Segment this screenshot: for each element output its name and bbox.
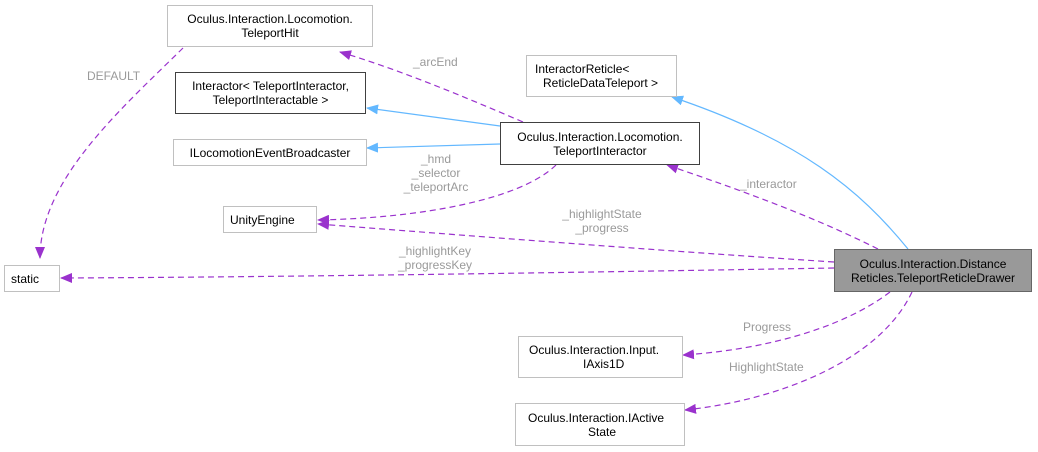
node-interactor-reticle-line-1: InteractorReticle< [535, 62, 630, 76]
node-iactive-state[interactable]: Oculus.Interaction.IActive State [515, 403, 685, 446]
edge-label-progress: Progress [743, 320, 792, 334]
edge-label-highlight-progress-key: _highlightKey _progressKey [392, 244, 478, 272]
node-teleport-hit-line-2: TeleportHit [241, 26, 299, 40]
edge-label-progress-field: _progress [575, 221, 629, 235]
edge-label-highlight-state: HighlightState [729, 360, 804, 374]
edge-label-selector: _selector [411, 166, 461, 180]
node-iactive-state-line-2: State [588, 424, 617, 439]
node-locomotion-broadcaster-label: ILocomotionEventBroadcaster [189, 145, 351, 160]
node-unity-engine-label: UnityEngine [230, 212, 295, 227]
node-teleport-hit-line-1: Oculus.Interaction.Locomotion. [187, 12, 353, 26]
edge-focus-to-iaxis1d [682, 291, 891, 360]
edge-teleportinteractor-inherits-broadcaster [366, 142, 501, 153]
node-teleport-hit[interactable]: Oculus.Interaction.Locomotion. TeleportH… [167, 5, 373, 47]
edge-label-default: DEFAULT [87, 69, 141, 83]
edge-teleportinteractor-to-unityengine [317, 164, 557, 225]
node-static-label: static [11, 271, 40, 286]
edge-focus-to-teleportinteractor [666, 163, 879, 250]
node-teleport-reticle-drawer-line-1: Oculus.Interaction.Distance [859, 256, 1007, 271]
node-iaxis1d-line-1: Oculus.Interaction.Input. [529, 343, 660, 357]
node-locomotion-broadcaster[interactable]: ILocomotionEventBroadcaster [173, 139, 367, 166]
edge-label-teleport-arc: _teleportArc [403, 180, 469, 194]
node-interactor-generic[interactable]: Interactor< TeleportInteractor, Teleport… [175, 72, 366, 114]
edge-focus-to-iactivestate [684, 291, 913, 414]
edge-teleporthit-to-static [35, 47, 184, 259]
edge-focus-inherits-reticle [671, 95, 909, 250]
node-static[interactable]: static [4, 265, 60, 292]
edge-focus-to-static [60, 267, 835, 283]
edge-label-hmd-selector-arc: _hmd _selector _teleportArc [398, 152, 474, 194]
node-iaxis1d[interactable]: Oculus.Interaction.Input. IAxis1D [518, 336, 683, 378]
node-interactor-generic-line-1: Interactor< TeleportInteractor, [192, 79, 349, 93]
edge-label-highlight-state-field: _highlightState [562, 207, 642, 221]
edge-teleportinteractor-to-teleporthit [339, 50, 524, 123]
node-unity-engine[interactable]: UnityEngine [223, 206, 317, 233]
edge-label-interactor: _interactor [740, 177, 797, 191]
node-iaxis1d-line-2: IAxis1D [583, 357, 625, 371]
node-teleport-reticle-drawer[interactable]: Oculus.Interaction.Distance Reticles.Tel… [834, 249, 1032, 292]
node-interactor-generic-line-2: TeleportInteractable > [212, 93, 329, 107]
node-teleport-interactor-line-1: Oculus.Interaction.Locomotion. [517, 129, 683, 144]
edge-teleportinteractor-inherits-interactor [366, 104, 501, 127]
node-teleport-interactor[interactable]: Oculus.Interaction.Locomotion. TeleportI… [500, 122, 700, 165]
edge-label-progress-key: _progressKey [397, 258, 473, 272]
edge-label-arc-end: _arcEnd [413, 55, 458, 69]
node-teleport-interactor-line-2: TeleportInteractor [553, 143, 647, 158]
node-teleport-reticle-drawer-line-2: Reticles.TeleportReticleDrawer [850, 270, 1016, 285]
edge-label-hmd: _hmd [420, 152, 452, 166]
node-interactor-reticle-line-2: ReticleDataTeleport > [543, 76, 659, 90]
node-interactor-reticle[interactable]: InteractorReticle< ReticleDataTeleport > [526, 55, 677, 97]
edge-label-highlight-progress: _highlightState _progress [556, 207, 648, 235]
edge-focus-to-unityengine [317, 219, 835, 263]
node-iactive-state-line-1: Oculus.Interaction.IActive [528, 410, 665, 425]
edge-label-highlight-key: _highlightKey [398, 244, 472, 258]
